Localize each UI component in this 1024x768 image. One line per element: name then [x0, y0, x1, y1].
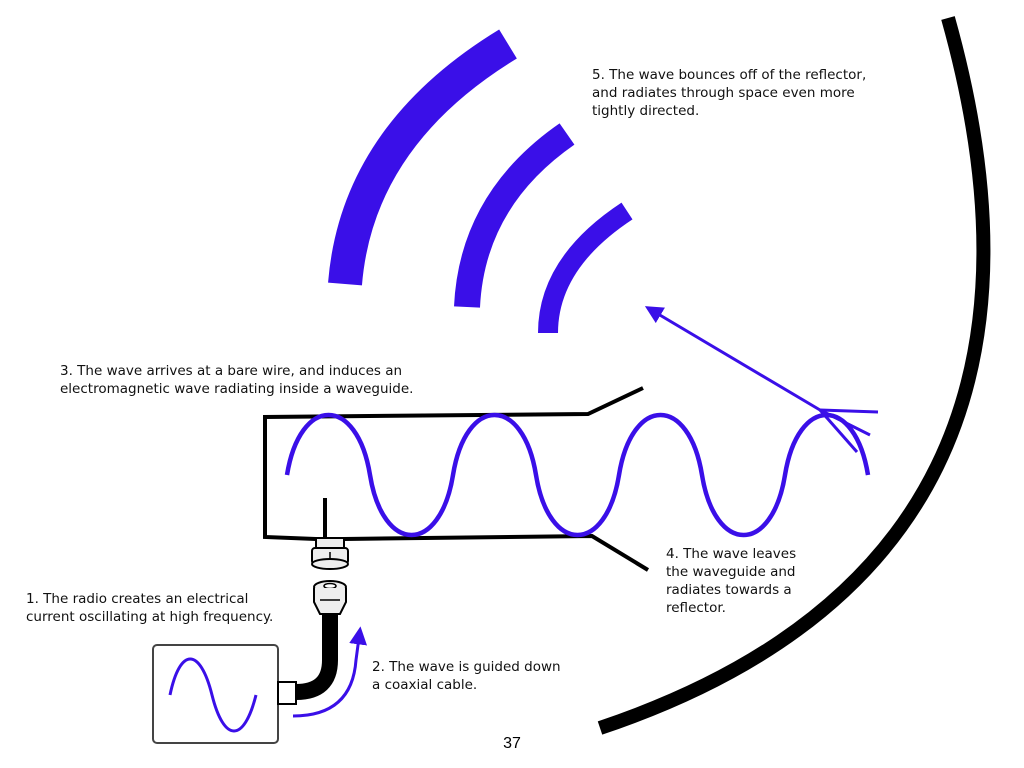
waveguide-sine-wave [284, 413, 871, 537]
coaxial-cable [295, 614, 338, 700]
radiated-wave-arc-small [538, 202, 633, 334]
radio-output-port [277, 681, 297, 705]
reflector [597, 16, 991, 735]
page-number: 37 [503, 735, 521, 752]
reflected-wave-arrow [644, 306, 879, 453]
radio-sine-wave [168, 657, 258, 733]
radiated-wave-arc-medium [454, 123, 575, 308]
caption-step-1: 1. The radio creates an electrical curre… [26, 591, 274, 625]
coax-connector-top [311, 537, 349, 570]
caption-step-3: 3. The wave arrives at a bare wire, and … [60, 363, 414, 397]
radio-box [152, 644, 297, 744]
caption-step-2: 2. The wave is guided down a coaxial cab… [372, 659, 561, 693]
cable-guide-arrow [292, 626, 368, 718]
caption-step-4: 4. The wave leaves the waveguide and rad… [666, 546, 797, 616]
radiated-wave-arc-large [328, 29, 517, 286]
caption-step-5: 5. The wave bounces off of the reflector… [592, 67, 867, 119]
coax-connector-bottom [313, 580, 347, 615]
waveguide [263, 386, 650, 572]
